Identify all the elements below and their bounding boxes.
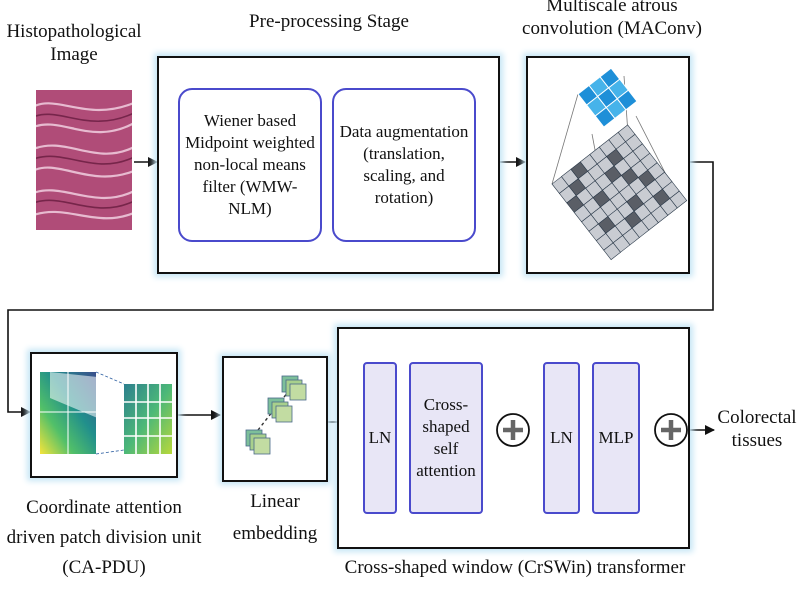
crswin-transformer-label: Cross-shaped window (CrSWin) transformer: [344, 557, 686, 578]
maconv-label: Multiscale atrous convolution (MAConv): [522, 0, 702, 39]
ca-pdu-label-line3: (CA-PDU): [62, 557, 146, 578]
layer-norm-2: LN: [543, 362, 580, 514]
kernel-cell: [616, 89, 638, 111]
wrap-connector: [7, 161, 714, 417]
linear-embedding-illustration: [245, 375, 307, 455]
input-feature-grid: [551, 124, 688, 261]
cross-shaped-self-attention-block: Cross-shaped self attention: [409, 362, 483, 514]
histopathological-image-label: Histopathological Image: [6, 21, 142, 65]
histopathological-image: [36, 90, 132, 230]
layer-norm-1: LN: [363, 362, 397, 514]
ca-pdu-label-line2: driven patch division unit: [6, 527, 202, 548]
atrous-kernel-grid: [577, 67, 638, 128]
data-augmentation-block: Data augmentation (translation, scaling,…: [332, 88, 476, 242]
output-label: Colorectal tissues: [717, 407, 797, 451]
linear-embedding-box: [222, 356, 328, 482]
linear-embedding-label-line1: Linear: [250, 491, 300, 512]
atrous-convolution-illustration: [551, 67, 688, 261]
ca-pdu-label-line1: Coordinate attention: [26, 497, 182, 518]
linear-embedding-label-line2: embedding: [232, 523, 318, 544]
grid-cell: [669, 190, 688, 209]
residual-add-1-icon: [496, 413, 530, 447]
residual-add-2-icon: [654, 413, 688, 447]
preprocessing-stage-label: Pre-processing Stage: [249, 11, 409, 32]
patch-division-illustration: [40, 371, 172, 455]
wmw-nlm-filter-block: Wiener based Midpoint weighted non-local…: [178, 88, 322, 242]
mlp-block: MLP: [592, 362, 640, 514]
